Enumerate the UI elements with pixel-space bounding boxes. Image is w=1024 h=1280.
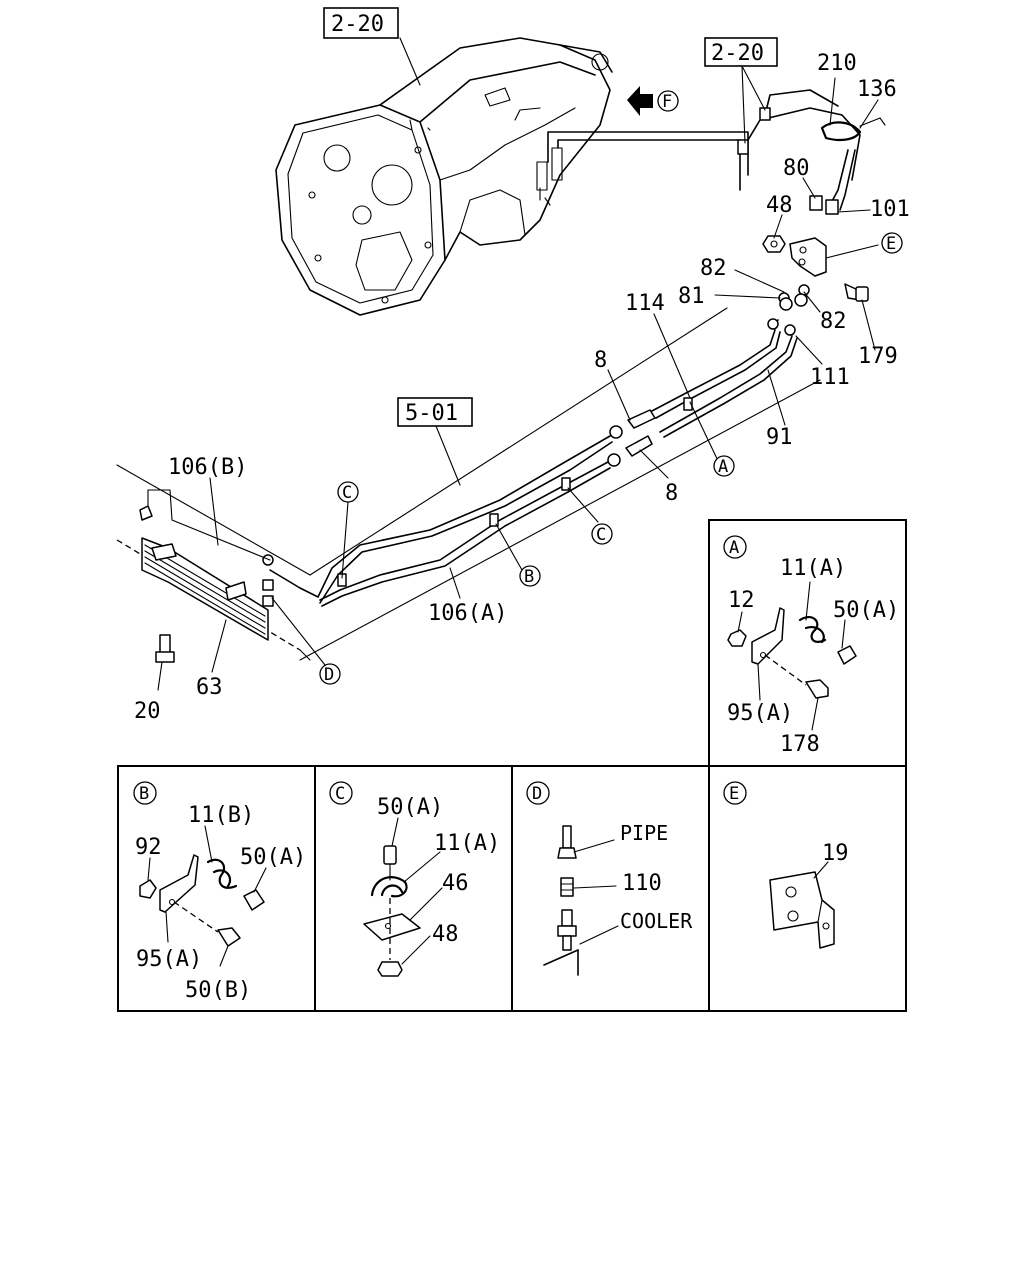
detail-C-label-46: 46 [442,871,469,896]
circle-A: A [718,457,728,477]
detail-B-label-50b: 50(B) [185,978,251,1003]
label-114: 114 [625,291,665,316]
detail-B-letter: B [139,784,149,804]
detail-D-label-pipe: PIPE [620,821,668,845]
label-8-upper: 8 [594,348,607,373]
detail-A: A 11(A) 12 50(A) 95(A) 178 [723,535,899,757]
label-82-lower: 82 [820,309,847,334]
arrow-left-icon [627,86,653,116]
ref-frame: 5-01 [397,397,473,486]
circle-B: B [524,567,534,587]
detail-B: B 11(B) 92 50(A) 95(A) 50(B) [133,781,306,1003]
detail-D-letter: D [532,784,542,804]
detail-B-label-11b: 11(B) [188,803,254,828]
ref-transmission-label: 2-20 [331,12,384,37]
upper-transmission-pipes [547,89,886,211]
label-48: 48 [766,193,793,218]
label-210: 210 [817,51,857,76]
detail-D-label-110: 110 [622,871,662,896]
ref-frame-label: 5-01 [405,401,458,426]
circle-D: D [324,665,334,685]
label-106a: 106(A) [428,601,507,626]
front-mark-letter: F [662,92,672,112]
circle-C-left: C [342,483,352,503]
detail-A-label-12: 12 [728,588,755,613]
detail-E: E 19 [723,781,849,949]
bracket-assembly [762,195,869,336]
label-20: 20 [134,699,161,724]
label-91: 91 [766,425,793,450]
front-direction-arrow: F [627,86,679,116]
detail-E-letter: E [729,784,739,804]
detail-A-letter: A [729,538,739,558]
oil-cooler [139,489,274,663]
callout-labels: 210 136 80 48 101 E 82 81 114 82 179 111… [134,51,910,724]
detail-panels-frame [117,519,907,1012]
circle-C-right: C [596,525,606,545]
circle-E: E [886,234,896,254]
label-136: 136 [857,77,897,102]
detail-D-label-cooler: COOLER [620,909,693,933]
detail-B-label-92: 92 [135,835,162,860]
detail-C-label-48: 48 [432,922,459,947]
label-106b: 106(B) [168,455,247,480]
transmission-assembly [275,37,613,316]
label-101: 101 [870,197,910,222]
ref-pipe-upper-label: 2-20 [711,41,764,66]
detail-C-label-50a: 50(A) [377,795,443,820]
detail-A-label-11a: 11(A) [780,556,846,581]
label-82-upper: 82 [700,256,727,281]
detail-A-label-95a: 95(A) [727,701,793,726]
detail-B-label-50a: 50(A) [240,845,306,870]
detail-E-label-19: 19 [822,841,849,866]
detail-C-label-11a: 11(A) [434,831,500,856]
ref-transmission: 2-20 [323,7,421,86]
label-81: 81 [678,284,705,309]
label-63: 63 [196,675,223,700]
label-179: 179 [858,344,898,369]
detail-B-label-95a: 95(A) [136,947,202,972]
label-80: 80 [783,156,810,181]
main-cooler-pipes [269,329,798,607]
label-111: 111 [810,365,850,390]
detail-C-letter: C [335,784,345,804]
detail-A-label-50a: 50(A) [833,598,899,623]
detail-D: D PIPE 110 COOLER [526,781,693,976]
label-8-lower: 8 [665,481,678,506]
callout-lines [157,77,879,691]
ref-pipe-upper: 2-20 [704,37,778,144]
detail-C: C 50(A) 11(A) 46 48 [329,781,500,977]
detail-A-label-178: 178 [780,732,820,757]
